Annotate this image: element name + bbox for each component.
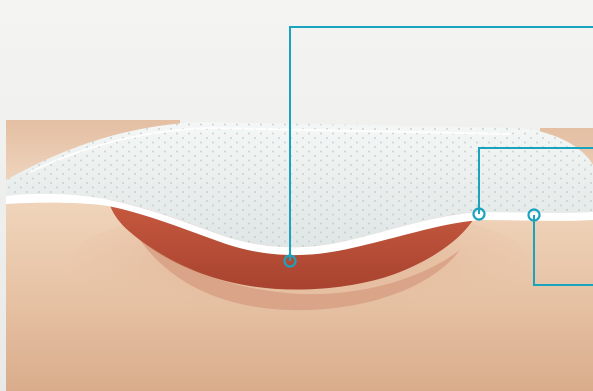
illustration-canvas xyxy=(0,0,593,391)
dressing-illustration xyxy=(0,0,593,391)
